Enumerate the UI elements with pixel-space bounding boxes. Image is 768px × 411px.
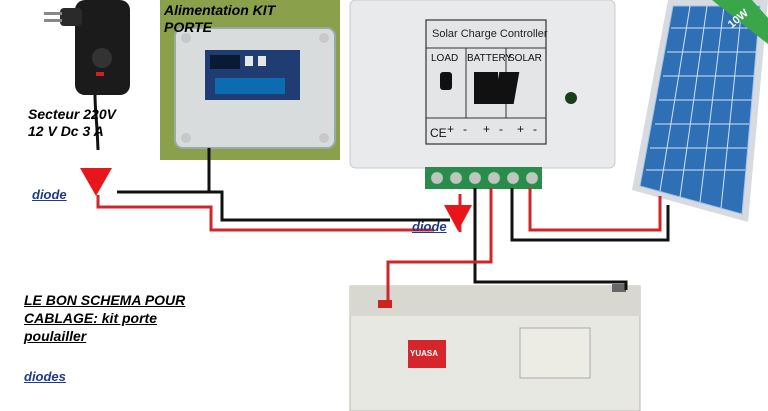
- load-plus: +: [447, 122, 455, 136]
- ce-mark: CE: [430, 126, 447, 140]
- mains-voltage-text: Secteur 220V: [28, 106, 116, 122]
- ac-adapter: [44, 0, 130, 151]
- diode-left-icon: [80, 168, 112, 196]
- terminal-load-label: LOAD: [431, 53, 459, 64]
- diode-left-label: diode: [32, 187, 67, 202]
- solar-charge-controller: [349, 0, 616, 189]
- door-kit-line2: PORTE: [164, 19, 212, 35]
- door-kit-line1: Alimentation KIT: [164, 2, 276, 18]
- caption-line2: CABLAGE: kit porte: [24, 310, 157, 326]
- wires: [96, 148, 670, 300]
- load-minus: -: [463, 122, 467, 136]
- dc-output-text: 12 V Dc 3 A: [28, 123, 104, 139]
- solar-panel: [632, 0, 768, 222]
- battery: [349, 284, 641, 411]
- solar-minus: -: [533, 122, 537, 136]
- diode-center-icon: [444, 205, 472, 231]
- caption-line1: LE BON SCHEMA POUR: [24, 292, 186, 308]
- door-kit-enclosure: [160, 0, 340, 160]
- solar-plus: +: [517, 122, 525, 136]
- terminal-solar-label: SOLAR: [508, 53, 542, 64]
- terminal-battery-label: BATTERY: [467, 53, 513, 64]
- battery-brand: YUASA: [410, 349, 439, 358]
- diode-center-label: diode: [412, 219, 447, 234]
- wiring-schema-caption: LE BON SCHEMA POUR CABLAGE: kit porte po…: [24, 291, 185, 345]
- mains-adapter-label: Secteur 220V 12 V Dc 3 A: [28, 106, 116, 140]
- controller-title: Solar Charge Controller: [432, 28, 548, 40]
- door-kit-label: Alimentation KIT PORTE: [164, 2, 275, 36]
- diodes-label: diodes: [24, 369, 66, 384]
- battery-minus: -: [499, 122, 503, 136]
- battery-plus: +: [483, 122, 491, 136]
- caption-line3: poulailler: [24, 328, 87, 344]
